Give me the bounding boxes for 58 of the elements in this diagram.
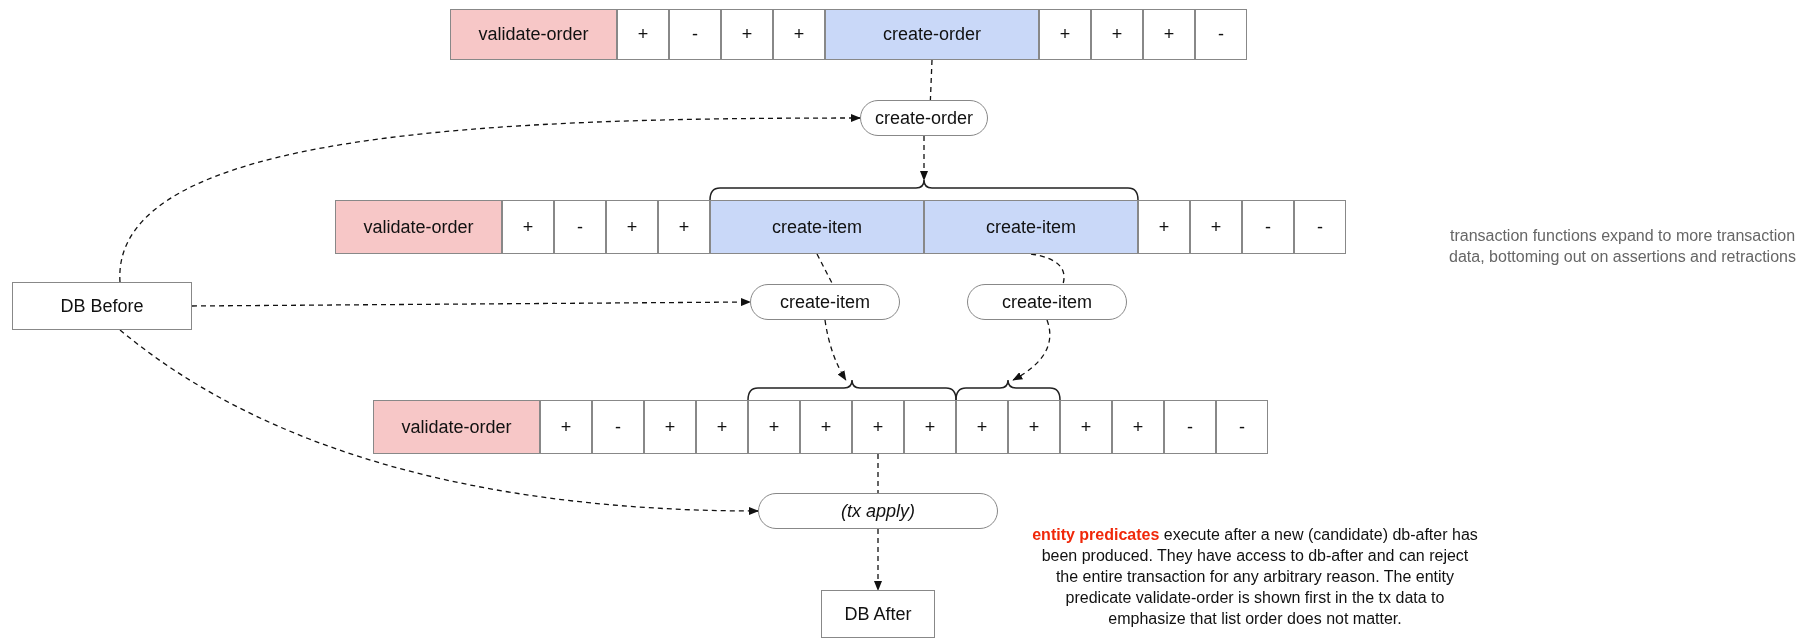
tx-data-entry: + [1190, 200, 1242, 254]
curly-bracket [747, 379, 957, 401]
arrow [824, 319, 847, 381]
tx-data-entry: create-item [924, 200, 1138, 254]
tx-data-entry: + [956, 400, 1008, 454]
curly-bracket [709, 179, 1139, 201]
tx-data-entry: + [1091, 9, 1143, 60]
function-call: create-order [860, 100, 988, 136]
arrow [874, 528, 882, 591]
connector-line [929, 59, 933, 101]
annotation-note: transaction functions expand to more transaction data, bottoming out on assertions and retractions [1448, 226, 1797, 267]
tx-data-entry: + [800, 400, 852, 454]
tx-data-entry: + [1138, 200, 1190, 254]
tx-data-entry: - [1164, 400, 1216, 454]
tx-data-entry: - [554, 200, 606, 254]
tx-data-entry: validate-order [373, 400, 540, 454]
function-call: create-item [967, 284, 1127, 320]
tx-data-entry: + [904, 400, 956, 454]
tx-data-entry: + [1112, 400, 1164, 454]
curly-bracket [955, 379, 1061, 401]
tx-data-entry: + [852, 400, 904, 454]
arrow [1012, 319, 1051, 381]
tx-data-entry: validate-order [450, 9, 617, 60]
connector-line [877, 453, 879, 494]
tx-data-entry: - [1195, 9, 1247, 60]
tx-data-entry: + [1143, 9, 1195, 60]
tx-data-entry: - [592, 400, 644, 454]
arrow [920, 135, 928, 181]
tx-data-entry: + [658, 200, 710, 254]
connector-line [1030, 253, 1065, 285]
tx-data-entry: + [1039, 9, 1091, 60]
tx-data-entry: validate-order [335, 200, 502, 254]
tx-data-entry: + [540, 400, 592, 454]
arrow [119, 329, 759, 515]
arrow [191, 298, 751, 307]
tx-data-entry: + [721, 9, 773, 60]
tx-data-entry: + [773, 9, 825, 60]
tx-data-entry: + [748, 400, 800, 454]
tx-data-entry: + [644, 400, 696, 454]
tx-data-entry: - [1242, 200, 1294, 254]
arrow [119, 114, 861, 283]
function-call: create-item [750, 284, 900, 320]
annotation-note: entity predicates execute after a new (candidate) db-after has been produced. They have access to db-after and can reject the entire transaction for any arbitrary reason. The entity predicate validate-order is shown first in the tx data to emphasize that list order does not matter. [1031, 525, 1479, 629]
tx-data-entry: + [502, 200, 554, 254]
tx-data-entry: + [696, 400, 748, 454]
tx-data-entry: - [1294, 200, 1346, 254]
connector-line [816, 253, 834, 285]
tx-data-entry: + [606, 200, 658, 254]
tx-data-entry: + [1008, 400, 1060, 454]
tx-data-entry: create-item [710, 200, 924, 254]
database-box: DB Before [12, 282, 192, 330]
tx-data-entry: - [1216, 400, 1268, 454]
function-call: (tx apply) [758, 493, 998, 529]
tx-data-entry: - [669, 9, 721, 60]
database-box: DB After [821, 590, 935, 638]
tx-data-entry: create-order [825, 9, 1039, 60]
tx-data-entry: + [617, 9, 669, 60]
tx-data-entry: + [1060, 400, 1112, 454]
